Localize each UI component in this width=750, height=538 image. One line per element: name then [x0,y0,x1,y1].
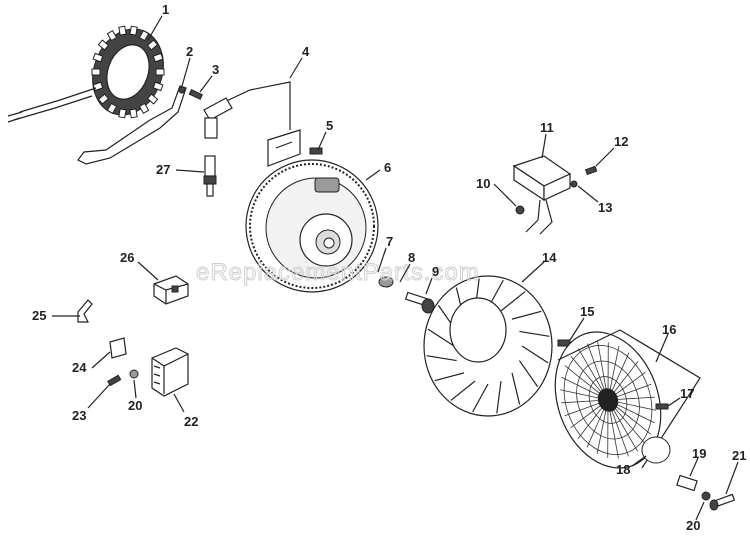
stator-part[interactable] [7,19,175,125]
bolt-part[interactable] [404,291,435,314]
clip-part[interactable] [77,299,93,323]
flywheel-part[interactable] [245,159,379,293]
callout-12: 12 [614,134,628,149]
leader-lines [52,15,739,521]
decal-part[interactable] [641,436,671,464]
callout-25: 25 [32,308,46,323]
watermark-text: eReplacementParts.com [196,259,480,286]
connector-part[interactable] [153,275,189,305]
callout-6: 6 [384,160,391,175]
callout-5: 5 [326,118,333,133]
washer-part[interactable] [378,276,394,288]
callout-19: 19 [692,446,706,461]
screw-part-21[interactable] [709,493,736,511]
screw-part-5[interactable] [309,147,323,155]
callout-3: 3 [212,62,219,77]
washer-part-20a[interactable] [129,369,139,379]
screw-part-3[interactable] [188,88,203,100]
callout-23: 23 [72,408,86,423]
callout-11: 11 [540,120,554,135]
callout-9: 9 [432,264,439,279]
callout-20b: 20 [686,518,700,533]
callout-24: 24 [72,360,87,375]
callout-18: 18 [616,462,630,477]
callout-22: 22 [184,414,198,429]
ignition-module-part[interactable] [203,81,301,167]
terminal-part[interactable] [109,337,127,359]
rectifier-part[interactable] [512,155,572,235]
callout-13: 13 [598,200,612,215]
washer-part-13[interactable] [570,180,578,188]
callout-2: 2 [186,44,193,59]
washer-part-20b[interactable] [701,491,711,501]
callout-10: 10 [476,176,490,191]
callout-21: 21 [732,448,746,463]
callout-26: 26 [120,250,134,265]
nut-part-10[interactable] [515,205,525,215]
regulator-part[interactable] [151,347,189,397]
fan-part[interactable] [423,275,553,417]
callout-7: 7 [386,234,393,249]
callout-14: 14 [542,250,557,265]
spark-plug-part[interactable] [203,155,217,197]
callout-labels: 1 2 3 4 5 6 7 8 9 10 11 12 13 14 15 16 1… [32,2,746,533]
callout-8: 8 [408,250,415,265]
screen-part[interactable] [537,317,701,483]
bracket-part[interactable] [77,85,187,165]
callout-16: 16 [662,322,676,337]
screw-part-12[interactable] [584,165,598,176]
spacer-part[interactable] [676,474,698,492]
callout-20a: 20 [128,398,142,413]
callout-4: 4 [302,44,310,59]
callout-27: 27 [156,162,170,177]
callout-17: 17 [680,386,694,401]
callout-15: 15 [580,304,594,319]
screw-part-17[interactable] [655,403,669,410]
screw-part-23[interactable] [107,374,122,387]
callout-1: 1 [162,2,169,17]
